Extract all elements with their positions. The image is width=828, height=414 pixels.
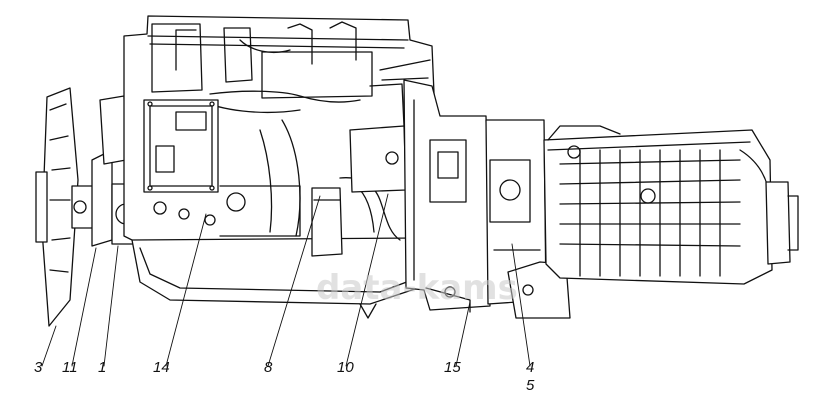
cylinder-head [149, 21, 431, 114]
callout-15: 15 [444, 359, 461, 376]
callout-1: 1 [98, 359, 107, 376]
watermark-text: data-kams [316, 268, 518, 308]
callout-14: 14 [153, 359, 170, 376]
output-flange [765, 181, 799, 265]
block-lower-details [153, 119, 301, 237]
callout-3: 3 [34, 359, 43, 376]
oil-filter [311, 187, 343, 257]
clutch-housing [485, 119, 571, 319]
leader-lines [41, 193, 531, 367]
callout-8: 8 [264, 359, 273, 376]
callout-11: 11 [62, 359, 78, 376]
callout-4: 4 [526, 359, 535, 376]
pipework [339, 83, 407, 241]
callout-10: 10 [337, 359, 354, 376]
fan-blades [35, 87, 95, 327]
gearbox [543, 125, 773, 285]
flywheel-housing [403, 79, 491, 313]
callout-5: 5 [526, 377, 535, 394]
ecu-module [143, 99, 219, 193]
